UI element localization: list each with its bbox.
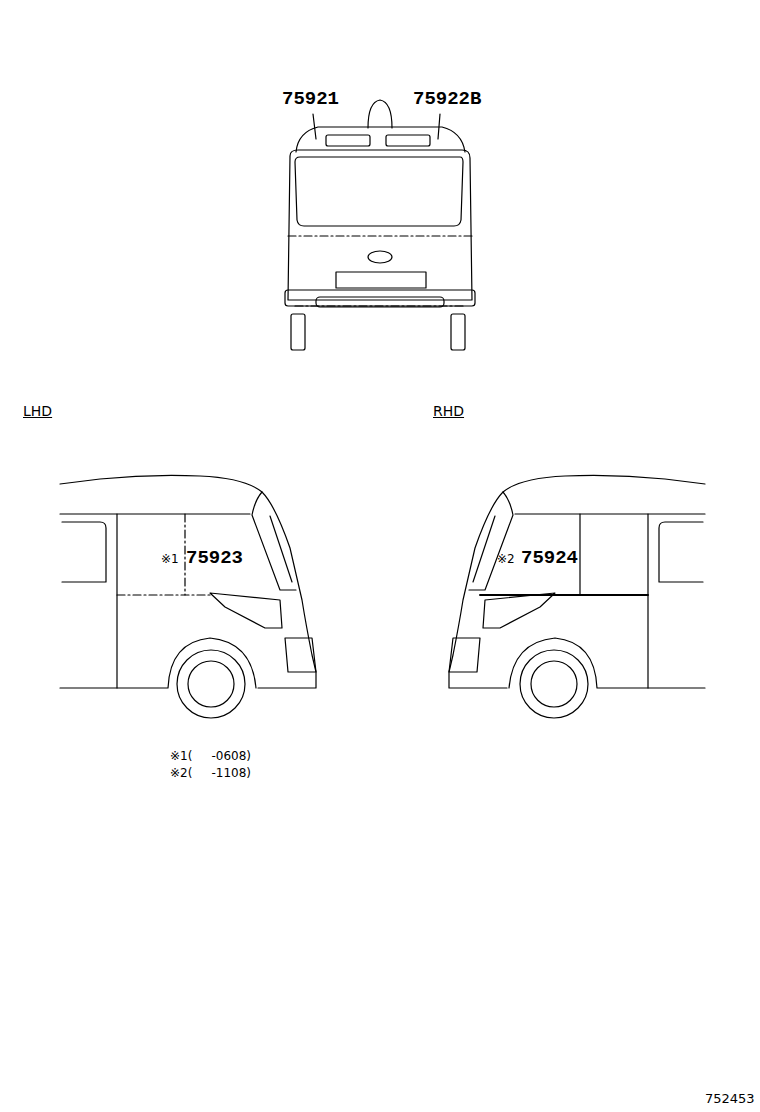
rear-view <box>285 100 475 350</box>
footnote-text: ※1( -0608) <box>170 750 251 762</box>
drive-side-label: LHD <box>23 404 52 418</box>
side-view <box>449 475 705 718</box>
figure-number: 752453 <box>705 1092 755 1105</box>
callout-number: 75924 <box>521 549 578 568</box>
callout-number: 75921 <box>282 90 339 109</box>
side-view <box>60 475 316 718</box>
callout-number: 75923 <box>186 549 243 568</box>
footnote-mark: ※1 <box>161 553 179 565</box>
footnote-mark: ※2 <box>497 553 515 565</box>
footnote-text: ※2( -1108) <box>170 767 251 779</box>
drive-side-label: RHD <box>433 404 464 418</box>
callout-number: 75922B <box>413 90 481 109</box>
